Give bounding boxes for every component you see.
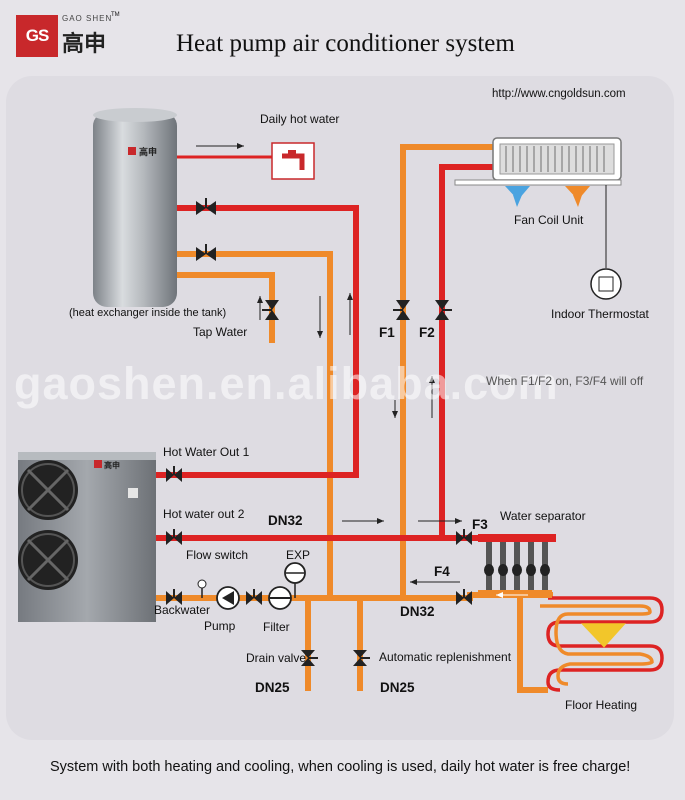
- fan-coil-unit-label: Fan Coil Unit: [514, 213, 584, 227]
- tap-water-label: Tap Water: [193, 325, 248, 339]
- tank-return-pipe: [175, 251, 333, 601]
- drain-valve-label: Drain valve: [246, 651, 307, 665]
- daily-hot-water-label: Daily hot water: [260, 112, 340, 126]
- water-separator: [478, 534, 556, 598]
- dn25-left-label: DN25: [255, 680, 290, 695]
- floor-loop-return: [517, 595, 548, 693]
- flow-switch-label: Flow switch: [186, 548, 249, 562]
- valve-f3-label: F3: [472, 517, 488, 532]
- brand-name-en: GAO SHEN: [62, 14, 113, 23]
- cold-pipes: [147, 144, 553, 693]
- exp-label: EXP: [286, 548, 311, 562]
- page-title: Heat pump air conditioner system: [176, 30, 515, 57]
- pump-icon: [216, 586, 240, 610]
- fan-coil-unit: [454, 137, 622, 207]
- brand-name-cn: 高申: [62, 31, 107, 56]
- filter-icon: [268, 586, 292, 610]
- footer-caption: System with both heating and cooling, wh…: [50, 759, 631, 775]
- fan-coil-return-pipe: [400, 144, 495, 601]
- valve-f4-label: F4: [434, 564, 450, 579]
- flow-switch-icon: [197, 579, 207, 598]
- website-url[interactable]: http://www.cngoldsun.com: [492, 88, 626, 100]
- hot-water-out-2-label: Hot water out 2: [163, 507, 245, 521]
- valve-f2-label: F2: [419, 325, 435, 340]
- tank-supply-pipe: [147, 205, 359, 478]
- heat-pump-unit: [18, 452, 156, 622]
- heat-exchanger-label: (heat exchanger inside the tank): [69, 307, 227, 319]
- expansion-tank-icon: [284, 562, 306, 598]
- faucet-icon: [271, 142, 315, 180]
- valve-f1-label: F1: [379, 325, 395, 340]
- watermark: gaoshen.en.alibaba.com: [14, 358, 559, 409]
- dn32-bottom-label: DN32: [400, 604, 435, 619]
- automatic-replenishment-label: Automatic replenishment: [379, 650, 512, 664]
- floor-heating-coil: [540, 596, 664, 692]
- backwater-label: Backwater: [154, 603, 211, 617]
- dn32-top-label: DN32: [268, 513, 303, 528]
- tank-logo: 高申: [139, 146, 157, 157]
- fan-icon: [26, 468, 70, 582]
- valve-note: When F1/F2 on, F3/F4 will off: [486, 374, 644, 388]
- water-separator-label: Water separator: [500, 509, 586, 523]
- hot-water-tank: [93, 108, 177, 307]
- trademark: TM: [111, 12, 120, 18]
- arrow-icon: [196, 143, 462, 585]
- hot-pipes: [147, 155, 493, 541]
- filter-label: Filter: [263, 620, 290, 634]
- brand-logo: [16, 15, 58, 57]
- brand-logo-mark: GS: [25, 26, 50, 45]
- pump-label: Pump: [204, 619, 236, 633]
- dn25-right-label: DN25: [380, 680, 415, 695]
- fan-coil-supply-pipe: [439, 164, 493, 541]
- valve-icon: [166, 198, 472, 666]
- unit-logo: 高申: [104, 460, 120, 470]
- indoor-thermostat-label: Indoor Thermostat: [551, 307, 649, 321]
- hot-water-out-1-label: Hot Water Out 1: [163, 445, 250, 459]
- floor-heating-label: Floor Heating: [565, 698, 638, 712]
- thermostat-icon: [590, 185, 622, 300]
